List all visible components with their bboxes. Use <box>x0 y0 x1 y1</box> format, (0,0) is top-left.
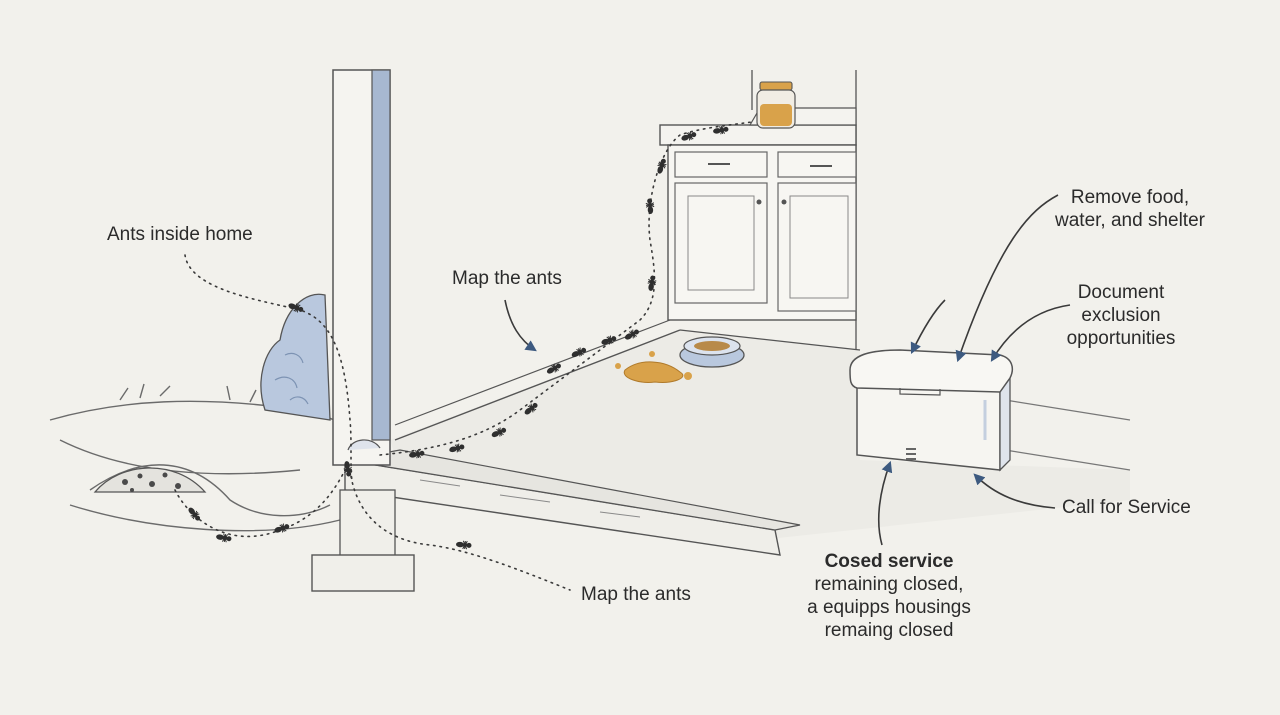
ant <box>713 125 729 135</box>
ant <box>624 329 639 340</box>
ant <box>524 402 538 415</box>
ant <box>343 461 353 477</box>
ants <box>188 125 729 550</box>
arrow-call-service <box>973 473 1056 509</box>
ant <box>216 533 232 543</box>
ant <box>491 427 507 438</box>
ant <box>274 523 290 533</box>
ant <box>647 275 657 291</box>
shrub <box>260 293 331 421</box>
ant <box>449 443 465 453</box>
ant <box>645 198 655 214</box>
ant <box>657 158 667 174</box>
label-document-exclusion: Document exclusion opportunities <box>1066 282 1176 349</box>
ant <box>288 303 304 313</box>
ant <box>456 540 472 550</box>
label-map-the-ants-upper: Map the ants <box>452 268 562 289</box>
label-call-for-service: Call for Service <box>1062 497 1191 518</box>
wall-post <box>311 69 415 592</box>
ant <box>188 507 201 521</box>
service-box <box>849 349 1131 472</box>
label-ants-inside-home: Ants inside home <box>107 224 253 245</box>
ant <box>409 449 425 459</box>
pet-food-bowl <box>679 336 745 368</box>
label-map-the-ants-lower: Map the ants <box>581 584 691 605</box>
honey-jar <box>756 81 796 129</box>
label-remove-food: Remove food, water, and shelter <box>1055 187 1205 231</box>
ant <box>681 131 697 141</box>
ant-nest <box>93 467 207 493</box>
arrow-box-top <box>910 299 946 355</box>
arrow-document <box>990 304 1071 362</box>
sill-beam <box>344 449 801 556</box>
ant <box>571 347 587 358</box>
arrow-map-ants-upper <box>504 299 537 352</box>
arrow-remove-food <box>955 194 1059 363</box>
arrow-cosed-service <box>877 460 893 546</box>
callout-arrows <box>504 194 1071 546</box>
ant <box>546 363 561 374</box>
food-spill <box>615 351 692 383</box>
label-cosed-service: Cosed service remaining closed, a equipp… <box>807 551 971 641</box>
kitchen-cabinets <box>659 70 857 350</box>
ant <box>601 335 617 345</box>
